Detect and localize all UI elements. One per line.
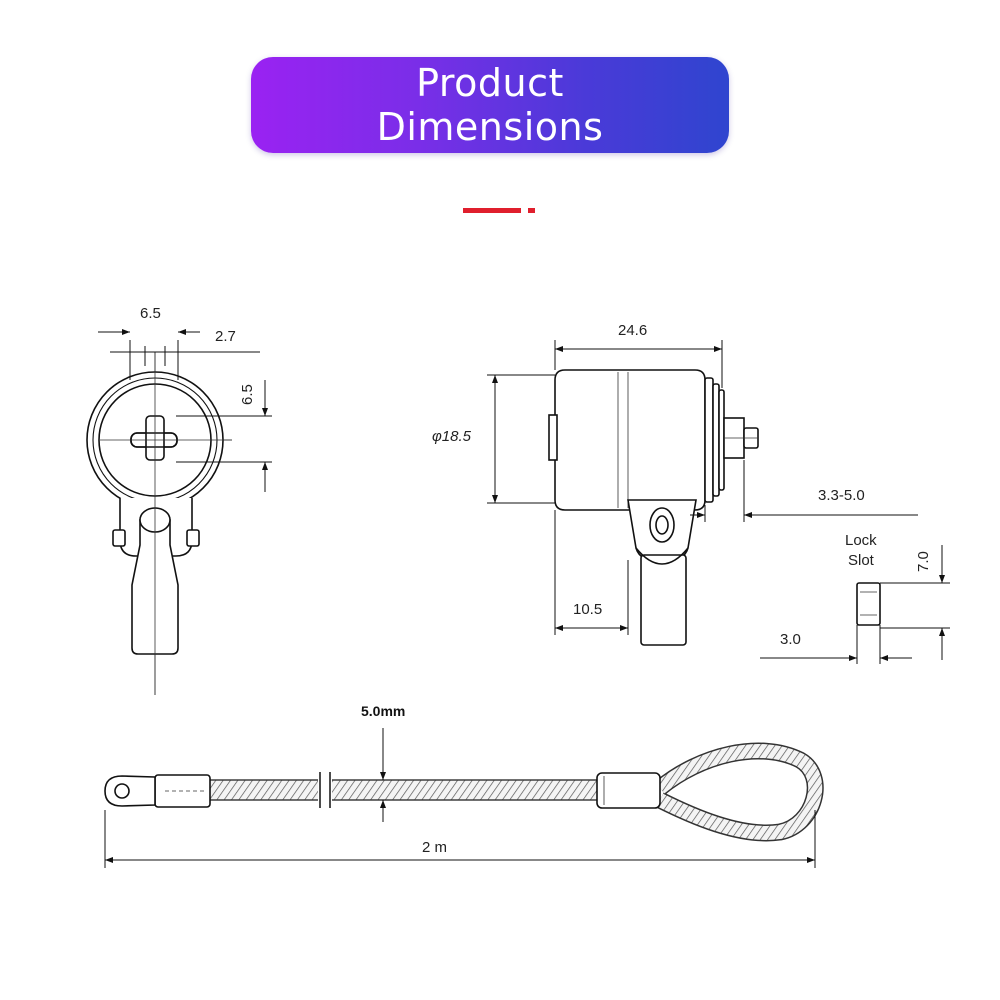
title-banner: Product Dimensions [251, 57, 729, 153]
dim-cable-thickness: 5.0mm [361, 703, 405, 719]
lock-slot-diagram: Lock Slot 7.0 3.0 [760, 532, 950, 664]
lock-cylinder [554, 369, 706, 511]
dim-front-width: 6.5 [140, 305, 161, 322]
accent-bar [463, 208, 521, 213]
dim-cable-length: 2 m [422, 839, 447, 856]
cable-wire [207, 779, 599, 801]
lock-slot-shape [856, 582, 881, 626]
dim-side-base: 10.5 [573, 601, 602, 618]
dim-slot-height: 7.0 [915, 551, 932, 572]
dim-slot-width: 3.0 [780, 631, 801, 648]
lock-slot-label-2: Slot [848, 552, 875, 569]
dim-side-length: 24.6 [618, 322, 647, 339]
title-line-1: Product [416, 61, 564, 105]
cable-ferrule [596, 772, 661, 809]
accent-dot [528, 208, 535, 213]
cable-eyelet [104, 775, 156, 807]
cable-diagram: 5.0mm 2 m [104, 703, 824, 868]
dim-side-diameter: φ18.5 [432, 428, 472, 445]
title-line-2: Dimensions [376, 105, 604, 149]
lock-slot-label-1: Lock [845, 532, 877, 549]
dim-front-gap: 2.7 [215, 328, 236, 345]
dim-side-reach: 3.3-5.0 [818, 487, 865, 504]
side-cable-grip [640, 554, 687, 646]
dim-front-height: 6.5 [239, 384, 256, 405]
side-view: 24.6 φ18.5 3.3-5.0 10.5 [432, 322, 918, 646]
front-view: 6.5 2.7 6.5 [86, 305, 272, 695]
